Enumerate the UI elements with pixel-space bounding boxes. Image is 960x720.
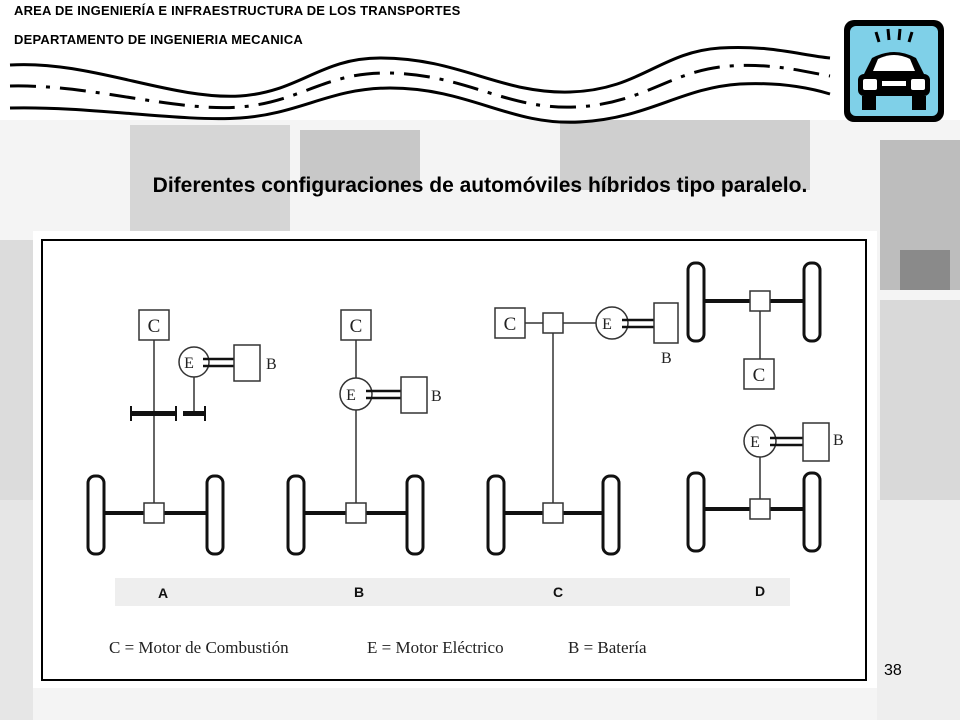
header-department-area: AREA DE INGENIERÍA E INFRAESTRUCTURA DE …: [14, 3, 461, 18]
page-number: 38: [884, 662, 902, 679]
car-icon: [844, 20, 944, 122]
config-label-d: D: [755, 583, 765, 599]
label-b-a: B: [266, 356, 277, 373]
label-e-a: E: [184, 355, 194, 372]
legend-combustion: C = Motor de Combustión: [109, 638, 289, 657]
legend-electric: E = Motor Eléctrico: [367, 638, 504, 657]
label-c-c: C: [504, 314, 517, 335]
road-decoration: [9, 45, 831, 124]
config-label-b: B: [354, 584, 364, 600]
label-b-c: B: [661, 350, 672, 367]
label-e-c: E: [602, 316, 612, 333]
label-e-b: E: [346, 387, 356, 404]
config-b-drawing: [286, 309, 428, 556]
label-c-d: C: [753, 365, 766, 386]
header-department: DEPARTAMENTO DE INGENIERIA MECANICA: [14, 32, 303, 47]
label-b-d: B: [833, 432, 844, 449]
config-c-drawing: [486, 302, 679, 556]
config-label-c: C: [553, 584, 563, 600]
label-c-b: C: [350, 316, 363, 337]
label-e-d: E: [750, 434, 760, 451]
label-c-a: C: [148, 316, 161, 337]
hybrid-configurations-diagram: C E B C E B C E B C E B A B C D C = Moto…: [33, 231, 877, 688]
legend-battery: B = Batería: [568, 638, 647, 657]
page-title: Diferentes configuraciones de automóvile…: [152, 174, 808, 197]
config-label-a: A: [158, 585, 168, 601]
config-d-drawing: [686, 261, 830, 553]
label-b-b: B: [431, 388, 442, 405]
config-a-drawing: [86, 309, 261, 556]
